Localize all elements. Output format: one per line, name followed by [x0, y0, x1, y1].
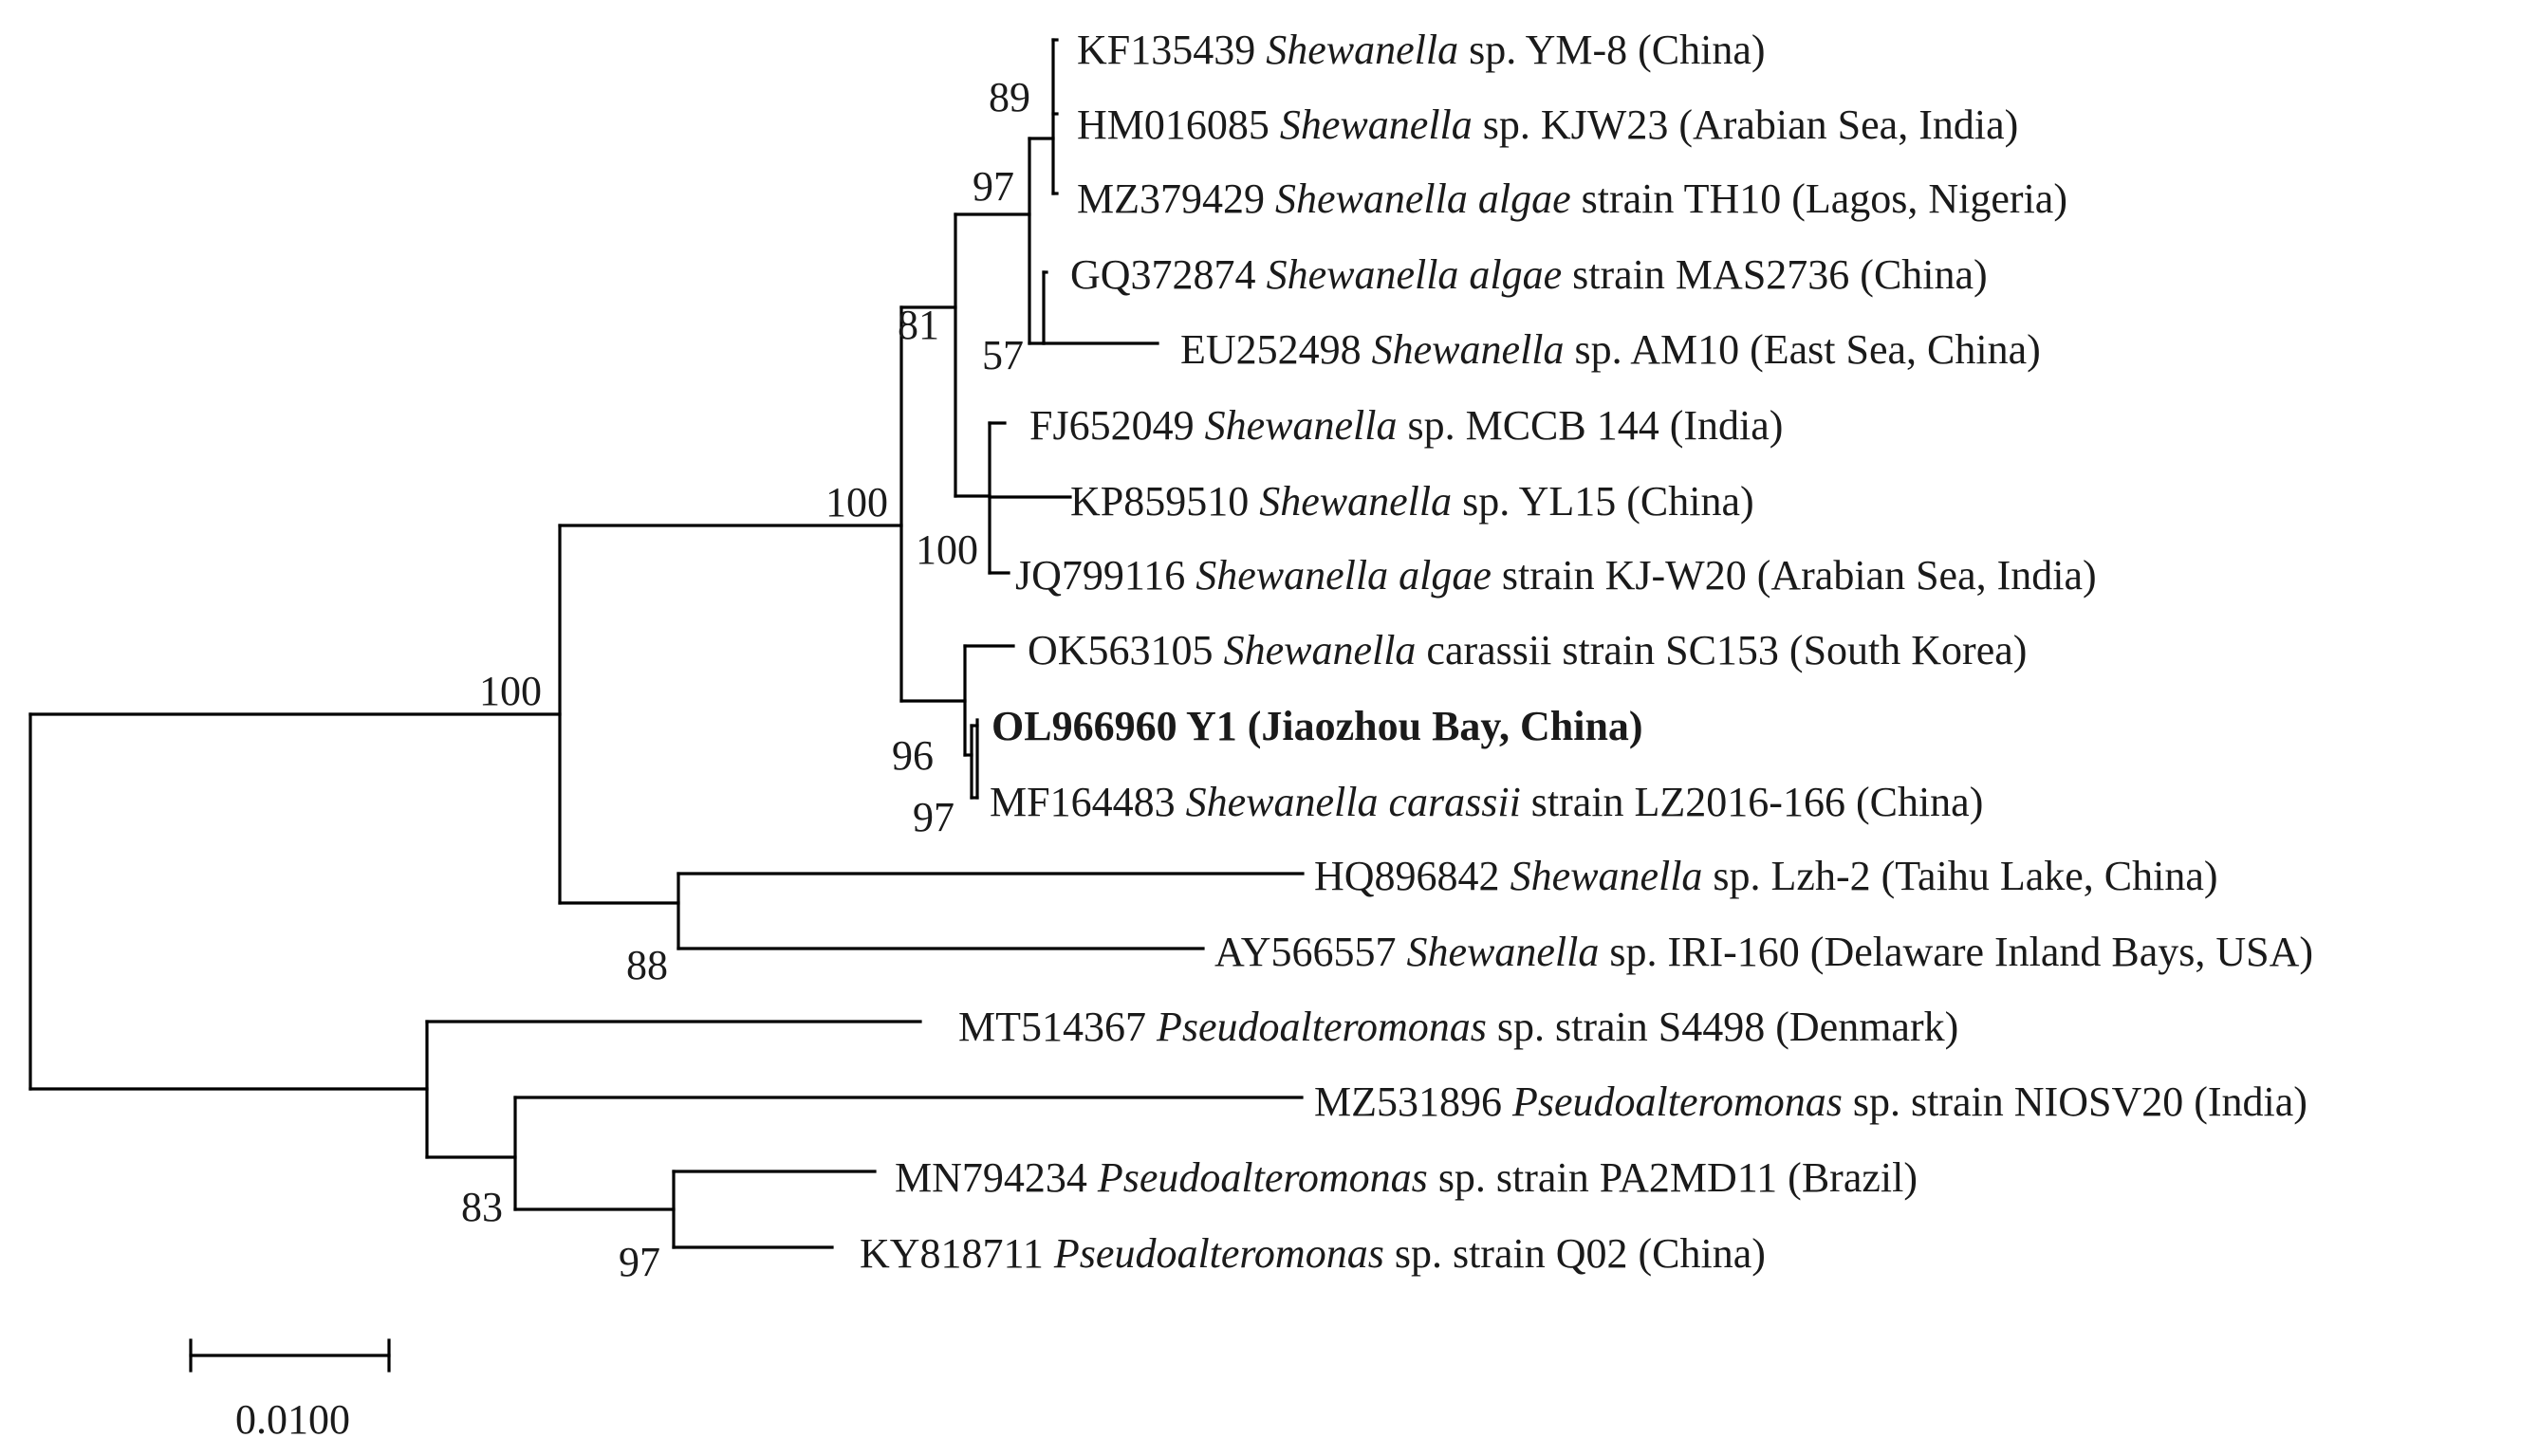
bootstrap-value: 83	[461, 1184, 503, 1230]
taxon-label-part: sp. MCCB 144 (India)	[1397, 402, 1783, 449]
taxon-label-kp859510: KP859510 Shewanella sp. YL15 (China)	[1070, 478, 1754, 525]
taxon-label-part: MZ531896	[1314, 1078, 1512, 1125]
taxon-label-part: OK563105	[1028, 627, 1224, 673]
taxon-label-part: Pseudoalteromonas	[1156, 1004, 1487, 1050]
taxon-label-eu252498: EU252498 Shewanella sp. AM10 (East Sea, …	[1180, 326, 2041, 373]
taxon-label-mz531896: MZ531896 Pseudoalteromonas sp. strain NI…	[1314, 1078, 2307, 1125]
taxon-label-part: AY566557	[1214, 929, 1407, 975]
bootstrap-value: 100	[916, 526, 978, 573]
bootstrap-value: 81	[898, 302, 939, 348]
taxon-label-part: sp. strain NIOSV20 (India)	[1843, 1078, 2307, 1125]
bootstrap-value: 97	[973, 163, 1014, 210]
taxon-label-part: Shewanella	[1280, 101, 1473, 148]
taxon-label-part: sp. strain Q02 (China)	[1384, 1230, 1766, 1277]
taxon-label-part: Pseudoalteromonas	[1511, 1078, 1843, 1125]
taxon-label-fj652049: FJ652049 Shewanella sp. MCCB 144 (India)	[1029, 402, 1783, 449]
taxon-label-part: Pseudoalteromonas	[1053, 1230, 1384, 1277]
taxon-label-part: GQ372874	[1070, 251, 1267, 298]
bootstrap-values: 89 97 81 57 100 100 100 96 97 88 83 97	[461, 74, 1030, 1285]
taxon-label-ol966960: OL966960 Y1 (Jiaozhou Bay, China)	[992, 703, 1643, 749]
taxon-label-hq896842: HQ896842 Shewanella sp. Lzh-2 (Taihu Lak…	[1314, 853, 2218, 899]
taxon-label-part: sp. AM10 (East Sea, China)	[1565, 326, 2041, 373]
taxon-label-part: Shewanella	[1205, 402, 1398, 449]
taxon-label-part: Shewanella algae	[1275, 175, 1571, 222]
bootstrap-value: 96	[892, 732, 934, 779]
tree-branches	[28, 38, 1305, 1249]
taxon-label-mt514367: MT514367 Pseudoalteromonas sp. strain S4…	[958, 1004, 1958, 1050]
taxon-label-gq372874: GQ372874 Shewanella algae strain MAS2736…	[1070, 251, 1988, 298]
taxon-label-part: Shewanella carassii	[1186, 779, 1521, 825]
taxon-label-part: HQ896842	[1314, 853, 1510, 899]
taxon-label-mf164483: MF164483 Shewanella carassii strain LZ20…	[990, 779, 1983, 825]
taxon-label-part: EU252498	[1180, 326, 1372, 373]
bootstrap-value: 88	[626, 942, 668, 988]
taxon-label-part: sp. KJW23 (Arabian Sea, India)	[1473, 101, 2019, 148]
taxon-label-part: sp. strain S4498 (Denmark)	[1487, 1004, 1958, 1050]
bootstrap-value: 100	[479, 668, 542, 714]
taxon-label-part: MZ379429	[1077, 175, 1275, 222]
taxon-label-part: sp. strain PA2MD11 (Brazil)	[1428, 1154, 1918, 1201]
taxon-label-part: sp. Lzh-2 (Taihu Lake, China)	[1702, 853, 2217, 899]
taxon-label-part: carassii strain SC153 (South Korea)	[1416, 627, 2027, 673]
scale-bar-label: 0.0100	[235, 1396, 350, 1443]
taxon-label-part: Shewanella	[1407, 929, 1600, 975]
bootstrap-value: 100	[825, 479, 888, 525]
taxon-label-part: Shewanella	[1266, 27, 1458, 73]
taxon-label-part: JQ799116	[1015, 552, 1195, 599]
taxon-label-part: Shewanella	[1259, 478, 1452, 525]
taxon-label-part: sp. YM-8 (China)	[1458, 27, 1765, 73]
taxon-label-part: KY818711	[860, 1230, 1054, 1277]
taxon-label-part: MT514367	[958, 1004, 1157, 1050]
taxon-label-ky818711: KY818711 Pseudoalteromonas sp. strain Q0…	[860, 1230, 1766, 1277]
scale-bar: 0.0100	[189, 1338, 391, 1443]
taxon-label-part: sp. IRI-160 (Delaware Inland Bays, USA)	[1599, 929, 2313, 975]
taxon-label-mn794234: MN794234 Pseudoalteromonas sp. strain PA…	[895, 1154, 1918, 1201]
taxon-label-mz379429: MZ379429 Shewanella algae strain TH10 (L…	[1077, 175, 2067, 222]
taxon-label-part: OL966960 Y1 (Jiaozhou Bay, China)	[992, 703, 1643, 749]
taxon-label-part: Shewanella algae	[1267, 251, 1563, 298]
taxon-label-part: strain LZ2016-166 (China)	[1521, 779, 1984, 825]
taxon-label-part: strain TH10 (Lagos, Nigeria)	[1571, 175, 2067, 222]
taxon-label-part: sp. YL15 (China)	[1452, 478, 1754, 525]
taxon-labels: KF135439 Shewanella sp. YM-8 (China) HM01…	[860, 27, 2313, 1277]
taxon-label-part: Shewanella	[1224, 627, 1417, 673]
taxon-label-part: Shewanella	[1372, 326, 1565, 373]
taxon-label-kf135439: KF135439 Shewanella sp. YM-8 (China)	[1077, 27, 1766, 73]
taxon-label-part: MN794234	[895, 1154, 1098, 1201]
taxon-label-part: Shewanella algae	[1195, 552, 1492, 599]
taxon-label-part: HM016085	[1077, 101, 1280, 148]
bootstrap-value: 97	[619, 1239, 660, 1285]
taxon-label-part: Shewanella	[1510, 853, 1703, 899]
bootstrap-value: 97	[913, 794, 954, 840]
taxon-label-part: KP859510	[1070, 478, 1259, 525]
taxon-label-part: KF135439	[1077, 27, 1266, 73]
taxon-label-jq799116: JQ799116 Shewanella algae strain KJ-W20 …	[1015, 552, 2097, 599]
taxon-label-part: MF164483	[990, 779, 1186, 825]
bootstrap-value: 57	[982, 332, 1024, 378]
taxon-label-part: strain KJ-W20 (Arabian Sea, India)	[1492, 552, 2097, 599]
taxon-label-part: FJ652049	[1029, 402, 1205, 449]
bootstrap-value: 89	[989, 74, 1030, 120]
taxon-label-ay566557: AY566557 Shewanella sp. IRI-160 (Delawar…	[1214, 929, 2313, 975]
taxon-label-hm016085: HM016085 Shewanella sp. KJW23 (Arabian S…	[1077, 101, 2018, 148]
taxon-label-part: Pseudoalteromonas	[1097, 1154, 1428, 1201]
taxon-label-part: strain MAS2736 (China)	[1562, 251, 1988, 298]
taxon-label-ok563105: OK563105 Shewanella carassii strain SC15…	[1028, 627, 2027, 673]
